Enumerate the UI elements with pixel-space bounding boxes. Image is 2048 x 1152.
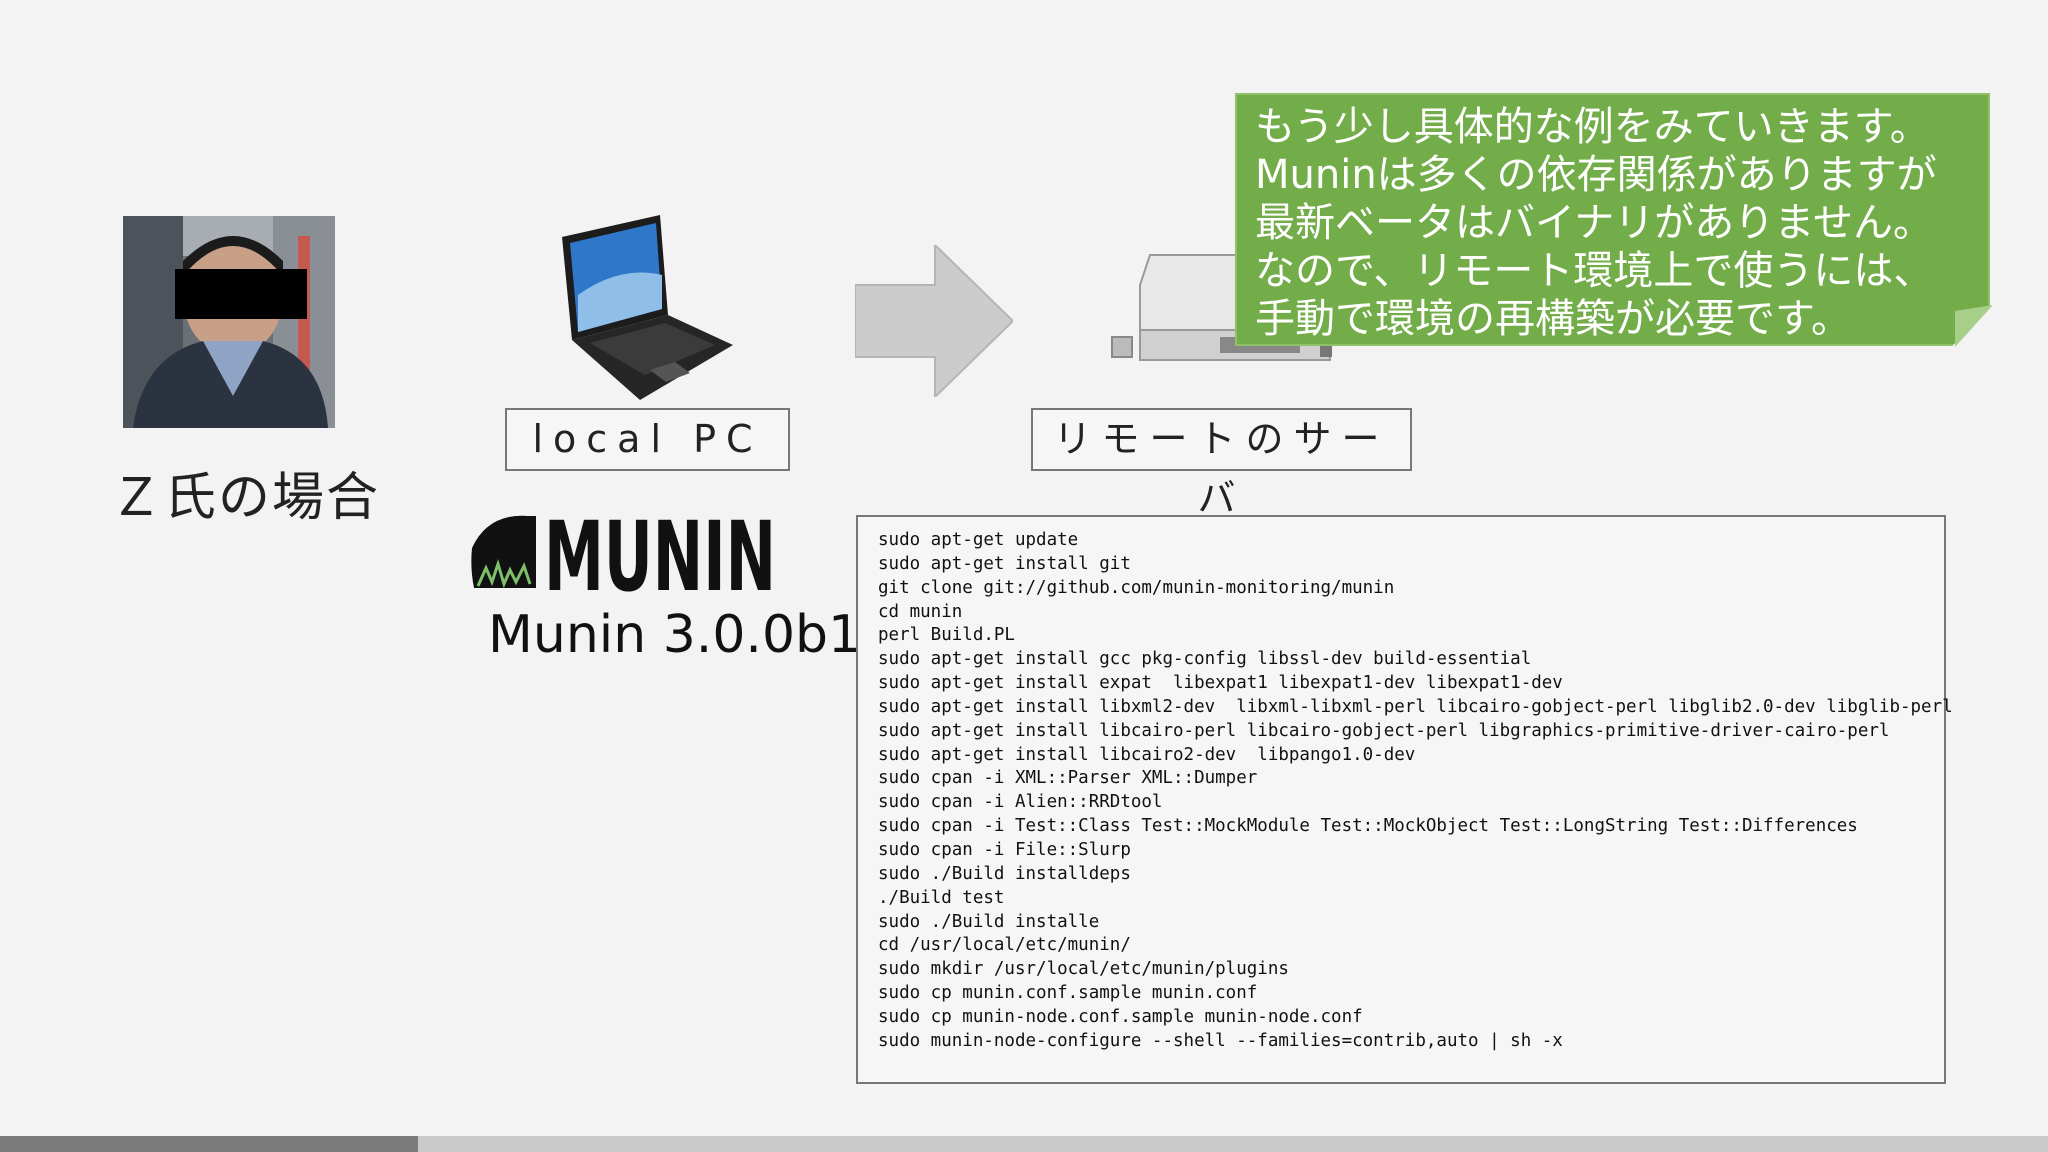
callout-line: Muninは多くの依存関係がありますが: [1255, 152, 1937, 198]
local-pc-label: local PC: [505, 408, 790, 471]
code-line: sudo cp munin.conf.sample munin.conf: [878, 983, 1258, 1004]
code-line: sudo mkdir /usr/local/etc/munin/plugins: [878, 959, 1289, 980]
code-line: sudo cpan -i Test::Class Test::MockModul…: [878, 816, 1858, 837]
code-line: sudo munin-node-configure --shell --fami…: [878, 1030, 1563, 1051]
code-line: sudo apt-get install gcc pkg-config libs…: [878, 649, 1532, 670]
callout-line: 手動で環境の再構築が必要です。: [1255, 296, 1851, 342]
callout-line: もう少し具体的な例をみていきます。: [1255, 104, 1930, 150]
install-commands-box: sudo apt-get update sudo apt-get install…: [856, 515, 1953, 1084]
code-line: sudo apt-get install libcairo2-dev libpa…: [878, 744, 1416, 765]
code-line: sudo cpan -i XML::Parser XML::Dumper: [878, 768, 1258, 789]
callout-note: もう少し具体的な例をみていきます。 Muninは多くの依存関係がありますが 最新…: [1235, 93, 1990, 346]
code-line: sudo ./Build installdeps: [878, 863, 1131, 884]
code-line: sudo apt-get install expat libexpat1 lib…: [878, 673, 1563, 694]
callout-fold: [1955, 305, 1993, 347]
code-line: sudo apt-get install git: [878, 553, 1131, 574]
person-photo: [123, 216, 335, 428]
person-name: Ｚ氏の場合: [110, 468, 381, 528]
code-line: sudo cpan -i File::Slurp: [878, 839, 1131, 860]
code-line: perl Build.PL: [878, 625, 1015, 646]
code-line: cd /usr/local/etc/munin/: [878, 935, 1131, 956]
code-line: sudo apt-get install libcairo-perl libca…: [878, 720, 1890, 741]
code-line: sudo cp munin-node.conf.sample munin-nod…: [878, 1006, 1363, 1027]
code-line: sudo ./Build installe: [878, 911, 1100, 932]
slide-progress-bar[interactable]: [0, 1136, 2048, 1152]
slide-progress-fill: [0, 1136, 418, 1152]
remote-server-label: リモートのサーバ: [1031, 408, 1412, 520]
code-line: sudo apt-get update: [878, 530, 1079, 550]
callout-line: なので、リモート環境上で使うには、: [1255, 248, 1934, 294]
code-line: sudo apt-get install libxml2-dev libxml-…: [878, 696, 1953, 717]
code-line: git clone git://github.com/munin-monitor…: [878, 577, 1395, 598]
laptop-icon: [550, 215, 740, 400]
munin-logo-text: MUNIN: [544, 508, 776, 598]
munin-version: Munin 3.0.0b1: [488, 605, 862, 665]
callout-line: 最新ベータはバイナリがありません。: [1255, 200, 1933, 246]
code-line: cd munin: [878, 601, 963, 622]
right-arrow-icon: [854, 242, 1015, 400]
munin-logo: MUNIN: [468, 501, 778, 613]
code-line: sudo cpan -i Alien::RRDtool: [878, 792, 1163, 813]
code-line: ./Build test: [878, 887, 1005, 908]
